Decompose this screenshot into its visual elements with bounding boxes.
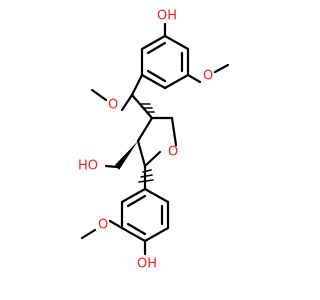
- bottom-methoxy: [80, 219, 124, 240]
- tetrahydrofuran-ring: [136, 116, 178, 168]
- molecule-structure: OH O O HO O O OH: [78, 9, 230, 272]
- benzylic-methoxy-carbon: [90, 73, 154, 120]
- hydroxymethyl: [104, 141, 138, 170]
- top-methoxy: [186, 63, 230, 84]
- bottom-oh-label: OH: [137, 257, 157, 272]
- top-methoxy-oxygen-label: O: [203, 69, 213, 84]
- top-aromatic-ring: [140, 34, 190, 90]
- ring-oxygen-label: O: [168, 145, 178, 160]
- hydroxymethyl-ho-label: HO: [78, 159, 98, 174]
- stereo-hash-upper: [139, 103, 155, 113]
- bottom-methoxy-oxygen-label: O: [98, 218, 108, 233]
- side-methoxy-oxygen-label: O: [108, 98, 118, 113]
- top-oh-label: OH: [157, 9, 177, 24]
- atom-labels: OH O O HO O O OH: [78, 9, 213, 272]
- bottom-aromatic-ring: [120, 164, 170, 243]
